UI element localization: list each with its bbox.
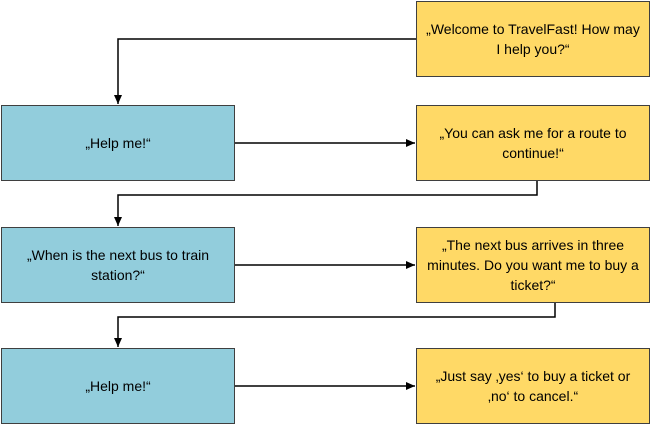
user-message-text: „When is the next bus to train station?“ bbox=[26, 247, 210, 283]
bot-message-text: „The next bus arrives in three minutes. … bbox=[427, 237, 639, 293]
user-message-text: „Help me!“ bbox=[85, 135, 151, 151]
bot-message-text: „You can ask me for a route to continue!… bbox=[439, 125, 627, 161]
user-message-help-again: „Help me!“ bbox=[1, 348, 235, 424]
bot-message-bus-answer: „The next bus arrives in three minutes. … bbox=[416, 227, 650, 303]
bot-message-welcome: „Welcome to TravelFast! How may I help y… bbox=[416, 1, 650, 77]
connector-welcome-to-help bbox=[114, 38, 416, 104]
connector-route-hint-to-bus-question bbox=[114, 181, 538, 226]
user-message-text: „Help me!“ bbox=[85, 378, 151, 394]
bot-message-ticket-instructions: „Just say ‚yes‘ to buy a ticket or ‚no‘ … bbox=[416, 348, 650, 424]
user-message-bus-question: „When is the next bus to train station?“ bbox=[1, 227, 235, 303]
bot-message-text: „Welcome to TravelFast! How may I help y… bbox=[426, 21, 640, 57]
user-message-help: „Help me!“ bbox=[1, 105, 235, 181]
bot-message-text: „Just say ‚yes‘ to buy a ticket or ‚no‘ … bbox=[435, 368, 631, 404]
bot-message-route-hint: „You can ask me for a route to continue!… bbox=[416, 105, 650, 181]
connector-answer-to-help bbox=[114, 303, 556, 347]
